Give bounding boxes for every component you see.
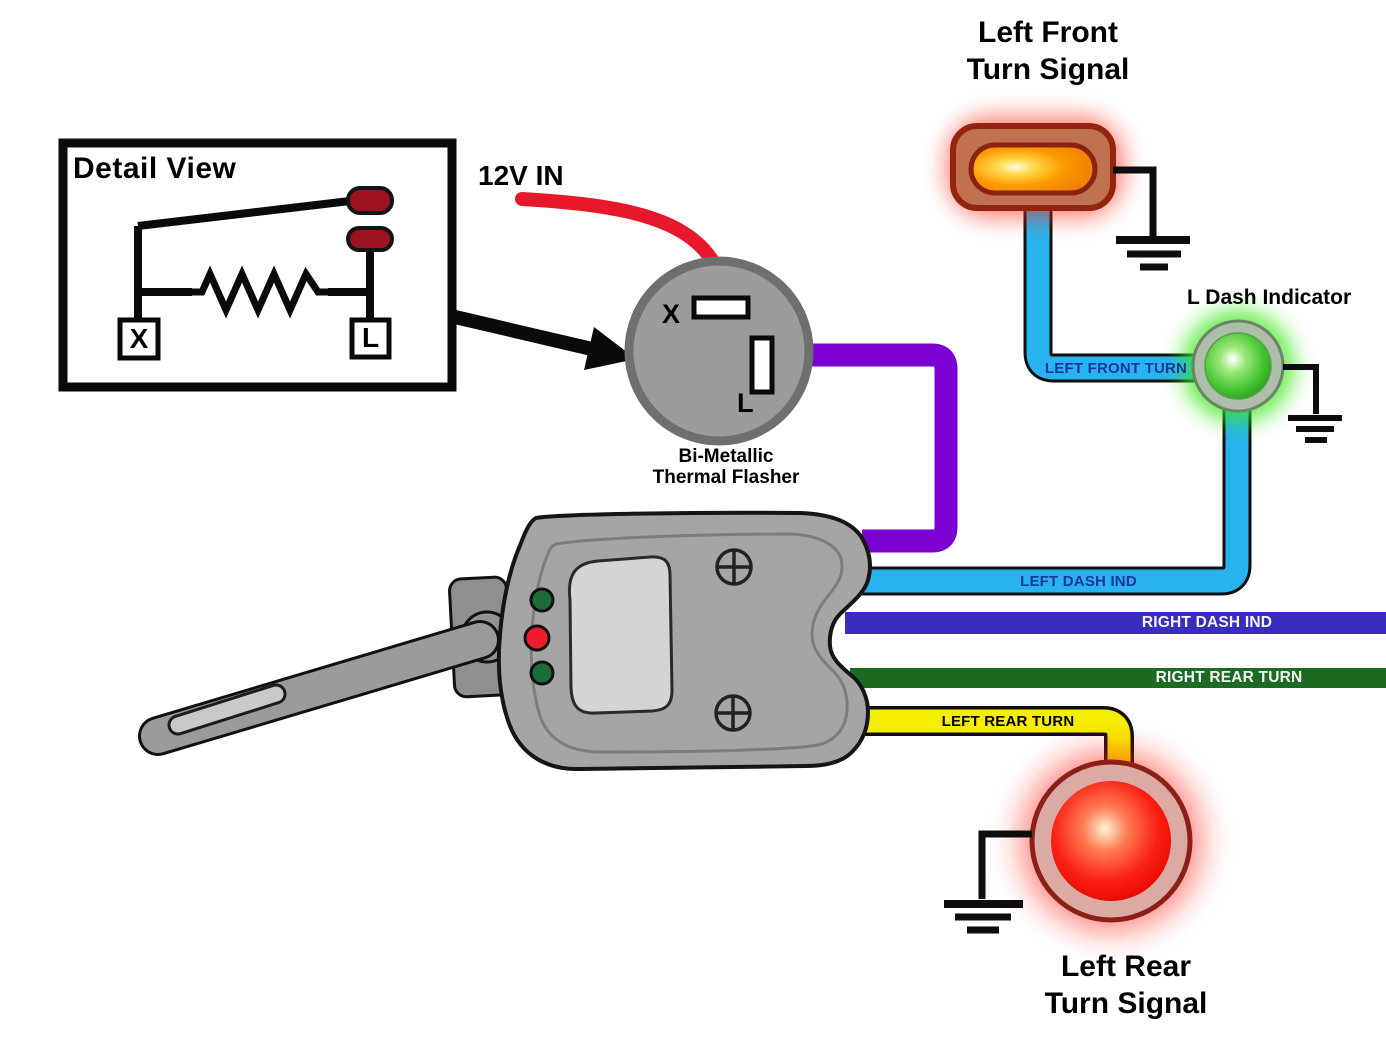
detail-terminal-x-label: X xyxy=(129,323,149,354)
thermal-flasher xyxy=(624,256,814,446)
turn-signal-switch xyxy=(138,510,872,772)
left-rear-line1: Left Rear xyxy=(1060,950,1192,983)
wire-label-left-dash-ind: LEFT DASH IND xyxy=(1020,573,1137,590)
terminal-x-box xyxy=(117,317,161,361)
ground-symbol-rear xyxy=(944,830,1032,934)
wire-left-dash-ind xyxy=(858,404,1249,593)
flasher-name-line2: Thermal Flasher xyxy=(652,467,800,488)
led-green-top xyxy=(529,587,555,613)
left-rear-line2: Turn Signal xyxy=(1044,987,1208,1020)
wire-left-front-casing xyxy=(1023,196,1196,383)
dash-indicator-title: L Dash Indicator xyxy=(1187,286,1352,309)
contact-pill-lower xyxy=(346,226,394,252)
flasher-terminal-x xyxy=(691,295,751,320)
detail-terminal-l-label: L xyxy=(361,322,380,353)
flasher-name-line1: Bi-Metallic xyxy=(678,446,774,467)
resistor-symbol xyxy=(192,265,328,319)
flasher-terminal-l xyxy=(749,335,775,395)
left-front-line1: Left Front xyxy=(978,16,1118,49)
ground-symbol-indicator xyxy=(1283,364,1342,443)
led-red xyxy=(523,624,551,652)
detail-view-box xyxy=(58,138,457,392)
left-rear-turn-signal-lamp xyxy=(1019,749,1203,933)
wire-flasher-to-switch xyxy=(806,343,958,553)
flasher-l-label: L xyxy=(737,388,754,418)
contact-pill-upper xyxy=(346,186,394,215)
screw-top xyxy=(715,548,753,586)
left-front-turn-signal-lamp xyxy=(945,115,1125,219)
screw-bottom xyxy=(714,694,752,732)
wire-label-left-front-turn: LEFT FRONT TURN xyxy=(1044,360,1188,377)
wire-left-front-turn xyxy=(1026,196,1196,380)
left-front-signal-title: Left Front Turn Signal xyxy=(948,14,1148,88)
switch-screen xyxy=(567,555,674,715)
detail-view-circuit-lines xyxy=(134,197,374,322)
wire-left-dash-casing xyxy=(858,404,1252,596)
flasher-name: Bi-Metallic Thermal Flasher xyxy=(626,446,826,488)
wire-label-right-rear-turn: RIGHT REAR TURN xyxy=(1155,669,1303,686)
switch-lever[interactable] xyxy=(138,620,500,756)
wire-label-right-dash-ind: RIGHT DASH IND xyxy=(1141,614,1273,631)
terminal-l-box xyxy=(349,317,392,360)
wire-label-left-rear-turn: LEFT REAR TURN xyxy=(941,713,1075,730)
wire-left-rear-turn xyxy=(858,709,1131,768)
led-green-bottom xyxy=(529,660,555,686)
pointer-arrow xyxy=(453,310,636,370)
ground-symbol-front xyxy=(1113,166,1190,271)
switch-body xyxy=(496,510,872,772)
detail-view-title: Detail View xyxy=(73,152,237,185)
power-12v-label: 12V IN xyxy=(478,160,564,191)
left-front-line2: Turn Signal xyxy=(966,53,1130,86)
l-dash-indicator-lamp xyxy=(1182,310,1294,422)
left-rear-signal-title: Left Rear Turn Signal xyxy=(1026,948,1226,1022)
flasher-x-label: X xyxy=(662,299,681,329)
